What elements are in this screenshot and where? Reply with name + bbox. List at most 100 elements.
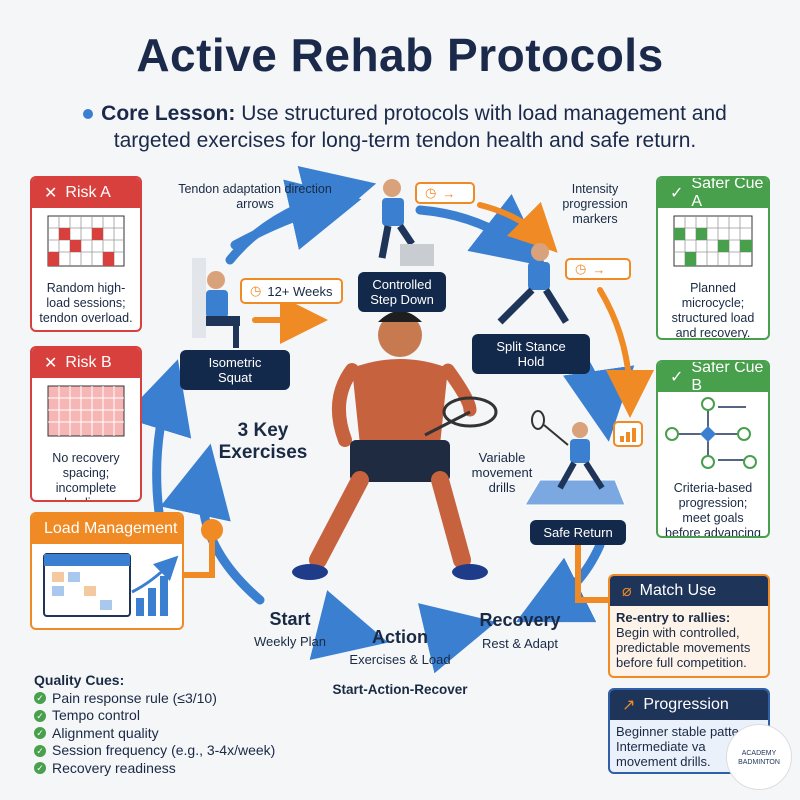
core-lesson-text: Use structured protocols with load manag… <box>113 102 727 152</box>
load-calendar-chart-icon <box>43 553 179 617</box>
step-down-label: Controlled Step Down <box>358 272 446 312</box>
tendon-arrows-label: Tendon adaptation direction arrows <box>178 182 332 211</box>
match-use-body: Re-entry to rallies: Begin with controll… <box>610 606 768 674</box>
core-lesson: Core Lesson: Use structured protocols wi… <box>60 100 750 154</box>
risk-a-card: ✕ Risk A Random high-load sessions; tendo… <box>30 176 142 332</box>
risk-a-text: Random high-load sessions; tendon overlo… <box>39 281 133 325</box>
quality-cue-item: ✓ Pain response rule (≤3/10) <box>34 690 275 708</box>
safer-cue-a-calendar-icon <box>673 215 753 267</box>
risk-a-header: ✕ Risk A <box>32 178 140 208</box>
quality-cue-text: Alignment quality <box>52 724 159 741</box>
check-icon: ✓ <box>670 185 684 202</box>
quality-cue-text: Recovery readiness <box>52 759 176 776</box>
load-node <box>201 519 223 541</box>
safer-cue-a-title: Safer Cue A <box>691 176 764 210</box>
check-icon: ✓ <box>34 727 46 740</box>
safe-return-figure <box>524 410 626 506</box>
split-stance-label: Split Stance Hold <box>472 334 590 374</box>
central-athlete-figure <box>292 311 498 580</box>
orange-arrow-top <box>477 201 558 253</box>
isometric-squat-figure <box>192 258 240 348</box>
check-icon: ✓ <box>670 369 684 386</box>
risk-b-title: Risk B <box>65 354 112 371</box>
orange-arrow-right <box>597 287 654 418</box>
check-icon: ✓ <box>34 692 46 705</box>
progression-flowchart-icon <box>665 397 757 469</box>
match-use-text: Begin with controlled, predictable movem… <box>616 625 751 670</box>
quality-cue-item: ✓ Session frequency (e.g., 3-4x/week) <box>34 742 275 760</box>
risk-b-card: ✕ Risk B No recovery spacing; incomplete … <box>30 346 142 502</box>
check-icon: ✓ <box>34 744 46 757</box>
quality-cues-title: Quality Cues: <box>34 672 125 688</box>
safer-cue-a-header: ✓ Safer Cue A <box>658 176 768 210</box>
safer-cue-b-title: Safer Cue B <box>691 360 764 394</box>
flow-action: Action <box>372 627 428 647</box>
clock-icon: ◷ <box>250 283 262 298</box>
flow-caption: Start-Action-Recover <box>332 682 468 697</box>
progression-text: Beginner stable patte -> Intermediate va… <box>616 724 755 769</box>
variable-drills-label: Variable movement drills <box>471 450 533 495</box>
weeks-badge: ◷ 12+ Weeks <box>240 278 343 304</box>
flow-start-sub: Weekly Plan <box>253 634 326 649</box>
safer-cue-b-card: ✓ Safer Cue B Criteria-based progression;… <box>656 360 770 538</box>
risk-b-header: ✕ Risk B <box>32 348 140 378</box>
arrow-start-action <box>309 590 389 661</box>
split-stance-figure <box>497 243 569 325</box>
clock-icon: ◷ <box>425 185 437 200</box>
intensity-badge-right: ◷→ <box>565 258 631 280</box>
orange-line-load <box>167 527 215 578</box>
arrow-inner-diag <box>230 179 362 250</box>
load-management-header: Load Management <box>32 514 182 544</box>
match-use-heading: Re-entry to rallies: <box>616 610 731 625</box>
match-use-card: ⌀ Match Use Re-entry to rallies: Begin wi… <box>608 574 770 678</box>
intensity-markers-label: Intensity progression markers <box>562 182 628 226</box>
orange-line-match <box>575 542 611 603</box>
close-icon: ✕ <box>44 185 58 202</box>
check-icon: ✓ <box>34 709 46 722</box>
logo-line1: ACADEMY <box>741 750 777 757</box>
quality-cue-text: Tempo control <box>52 707 140 723</box>
intensity-badge-top: ◷→ <box>415 182 475 204</box>
progression-title: Progression <box>643 696 729 713</box>
quality-cue-text: Session frequency (e.g., 3-4x/week) <box>52 742 276 758</box>
risk-a-title: Risk A <box>65 184 111 201</box>
quality-cue-item: ✓ Tempo control <box>34 707 275 725</box>
flow-action-sub: Exercises & Load <box>349 652 451 667</box>
safer-cue-b-text: Criteria-based progression; meet goals b… <box>665 481 761 538</box>
quality-cues: Quality Cues: ✓ Pain response rule (≤3/10… <box>34 672 275 777</box>
safe-return-label: Safe Return <box>530 520 626 545</box>
risk-b-calendar-icon <box>47 385 125 437</box>
risk-b-text: No recovery spacing; incomplete healing. <box>52 451 120 500</box>
safer-cue-a-text: Planned microcycle; structured load and … <box>671 281 755 340</box>
progression-card: ↗ Progression Beginner stable patte -> In… <box>608 688 770 774</box>
flow-recovery-sub: Rest & Adapt <box>482 636 558 651</box>
page-title: Active Rehab Protocols <box>136 29 664 81</box>
racket-icon: ⌀ <box>622 583 632 600</box>
load-management-card: Load Management <box>30 512 184 630</box>
logo-line2: BADMINTON <box>738 759 780 766</box>
isometric-squat-label: Isometric Squat <box>180 350 290 390</box>
close-icon: ✕ <box>44 355 58 372</box>
bullet-icon <box>83 109 94 120</box>
key-exercises-label: 3 Key Exercises <box>218 420 308 463</box>
flow-recovery: Recovery <box>479 610 561 630</box>
academy-logo: ACADEMY BADMINTON <box>726 724 792 790</box>
quality-cue-item: ✓ Alignment quality <box>34 725 275 743</box>
clock-icon: ◷ <box>575 261 587 276</box>
match-use-title: Match Use <box>639 582 717 599</box>
risk-a-calendar-icon <box>47 215 125 267</box>
weeks-label: 12+ Weeks <box>267 283 333 299</box>
match-use-header: ⌀ Match Use <box>610 576 768 606</box>
core-lesson-label: Core Lesson: <box>101 102 236 125</box>
safer-cue-a-card: ✓ Safer Cue A Planned microcycle; structu… <box>656 176 770 340</box>
flow-start: Start <box>269 609 311 629</box>
quality-cue-text: Pain response rule (≤3/10) <box>52 689 217 706</box>
step-down-figure <box>378 179 434 266</box>
arrow-left-upward <box>122 359 192 525</box>
check-icon: ✓ <box>34 762 46 775</box>
arrow-action-recovery <box>417 603 497 674</box>
trend-chart-icon: ↗ <box>622 697 636 714</box>
safer-cue-b-header: ✓ Safer Cue B <box>658 360 768 394</box>
quality-cue-item: ✓ Recovery readiness <box>34 760 275 778</box>
